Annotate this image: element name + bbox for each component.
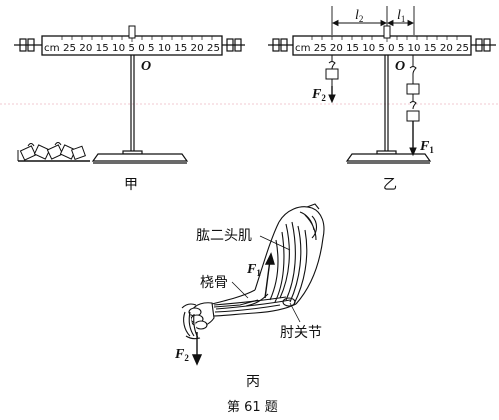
upper-arm bbox=[254, 203, 325, 305]
question-label: 第 61 题 bbox=[227, 400, 278, 415]
stand-left bbox=[91, 55, 189, 164]
ruler-scale-left: cm 25 20 15 10 5 0 5 10 15 20 25 bbox=[44, 43, 220, 54]
forearm bbox=[211, 289, 297, 317]
ruler-ticks-right bbox=[311, 36, 458, 42]
label-leaders bbox=[231, 235, 301, 323]
arm-figure: F1 F2 肱二头肌 桡骨 肘关节 丙 bbox=[174, 203, 325, 390]
pivot-marker-left bbox=[128, 25, 136, 39]
arm-dimensions bbox=[331, 6, 415, 35]
label-elbow: 肘关节 bbox=[280, 325, 322, 341]
left-end-knob bbox=[14, 38, 42, 52]
force-label-F2-arm: F2 bbox=[174, 347, 189, 363]
caption-jia: 甲 bbox=[124, 177, 138, 193]
hand bbox=[181, 302, 215, 340]
weights-pile bbox=[17, 142, 90, 162]
caption-bing: 丙 bbox=[246, 374, 260, 390]
right-hanging-weights bbox=[406, 55, 420, 157]
pivot-label-right: O bbox=[395, 59, 405, 74]
label-biceps: 肱二头肌 bbox=[196, 228, 252, 244]
ruler-right bbox=[292, 35, 472, 56]
force-arrow-F1-arm bbox=[264, 252, 275, 299]
caption-yi: 乙 bbox=[383, 177, 397, 193]
force-label-F1-arm: F1 bbox=[246, 262, 261, 278]
pivot-label-left: O bbox=[141, 59, 151, 74]
right-end-knob-2 bbox=[471, 38, 496, 52]
apparatus-right: l2 l1 cm 25 20 15 10 5 0 5 10 15 20 25 bbox=[268, 6, 496, 193]
ruler-scale-right: cm 25 20 15 10 5 0 5 10 15 20 25 bbox=[295, 43, 469, 54]
arm-label-l1: l1 bbox=[397, 8, 405, 24]
pivot-marker-right bbox=[383, 25, 391, 39]
force-label-F2-right: F2 bbox=[311, 87, 326, 103]
left-end-knob-2 bbox=[268, 38, 294, 52]
force-arrow-F2-arm bbox=[191, 332, 203, 366]
label-radius: 桡骨 bbox=[200, 275, 228, 291]
ruler-ticks-left bbox=[61, 36, 213, 42]
stand-right bbox=[345, 55, 432, 164]
left-hanging-weights bbox=[325, 55, 339, 104]
right-end-knob bbox=[222, 38, 245, 52]
apparatus-left: cm 25 20 15 10 5 0 5 10 15 20 25 O 甲 bbox=[14, 25, 245, 193]
arm-label-l2: l2 bbox=[355, 8, 363, 24]
force-label-F1-right: F1 bbox=[419, 139, 434, 155]
